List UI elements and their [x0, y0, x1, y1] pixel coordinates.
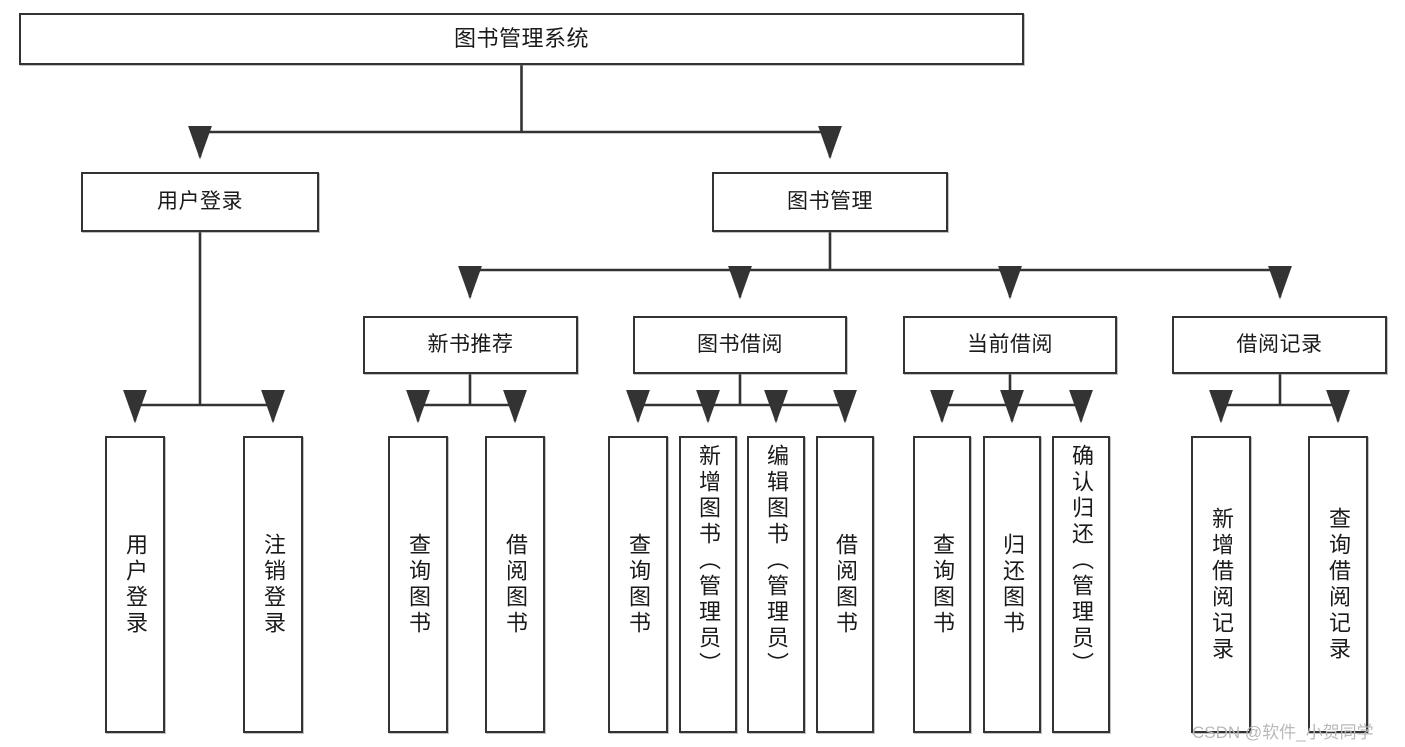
node-leaf-user-login[interactable]: 用户登录 — [105, 436, 165, 733]
node-leaf-query-book-1-label: 查询图书 — [406, 532, 431, 637]
node-leaf-add-record[interactable]: 新增借阅记录 — [1191, 436, 1251, 733]
node-leaf-query-book-2-label: 查询图书 — [626, 532, 651, 637]
node-leaf-edit-book[interactable]: 编辑图书（管理员） — [747, 436, 805, 733]
node-leaf-query-record[interactable]: 查询借阅记录 — [1308, 436, 1368, 733]
node-leaf-edit-book-label: 编辑图书（管理员） — [764, 444, 789, 678]
node-leaf-logout-login[interactable]: 注销登录 — [243, 436, 303, 733]
node-user-login[interactable]: 用户登录 — [81, 172, 319, 232]
node-leaf-logout-login-label: 注销登录 — [261, 532, 286, 637]
node-new-book-recommend[interactable]: 新书推荐 — [363, 316, 578, 374]
node-book-borrow[interactable]: 图书借阅 — [633, 316, 847, 374]
node-root[interactable]: 图书管理系统 — [19, 13, 1024, 65]
node-borrow-record-label: 借阅记录 — [1236, 332, 1323, 356]
node-leaf-borrow-book-2[interactable]: 借阅图书 — [816, 436, 874, 733]
node-root-label: 图书管理系统 — [453, 26, 589, 52]
node-leaf-borrow-book-1-label: 借阅图书 — [503, 532, 528, 637]
node-leaf-borrow-book-2-label: 借阅图书 — [833, 532, 858, 637]
node-leaf-query-record-label: 查询借阅记录 — [1326, 506, 1351, 663]
node-current-borrow-label: 当前借阅 — [967, 332, 1053, 356]
node-leaf-return-book[interactable]: 归还图书 — [983, 436, 1041, 733]
node-leaf-query-book-3[interactable]: 查询图书 — [913, 436, 971, 733]
node-leaf-add-book-label: 新增图书（管理员） — [696, 444, 721, 678]
watermark-text: CSDN @软件_小贺同学 — [1192, 723, 1374, 742]
node-leaf-add-book[interactable]: 新增图书（管理员） — [679, 436, 737, 733]
node-leaf-borrow-book-1[interactable]: 借阅图书 — [485, 436, 545, 733]
node-leaf-query-book-1[interactable]: 查询图书 — [388, 436, 448, 733]
node-leaf-add-record-label: 新增借阅记录 — [1209, 506, 1234, 663]
node-leaf-confirm-return-label: 确认归还（管理员） — [1069, 444, 1094, 678]
node-leaf-confirm-return[interactable]: 确认归还（管理员） — [1052, 436, 1110, 733]
node-book-borrow-label: 图书借阅 — [697, 332, 783, 356]
node-book-management-label: 图书管理 — [787, 189, 873, 213]
node-user-login-label: 用户登录 — [157, 189, 243, 213]
node-leaf-return-book-label: 归还图书 — [1000, 532, 1025, 637]
node-leaf-query-book-3-label: 查询图书 — [930, 532, 955, 637]
node-borrow-record[interactable]: 借阅记录 — [1172, 316, 1387, 374]
node-book-management[interactable]: 图书管理 — [712, 172, 948, 232]
node-new-book-recommend-label: 新书推荐 — [427, 332, 514, 356]
node-leaf-query-book-2[interactable]: 查询图书 — [608, 436, 668, 733]
node-leaf-user-login-label: 用户登录 — [123, 532, 148, 637]
node-current-borrow[interactable]: 当前借阅 — [903, 316, 1117, 374]
